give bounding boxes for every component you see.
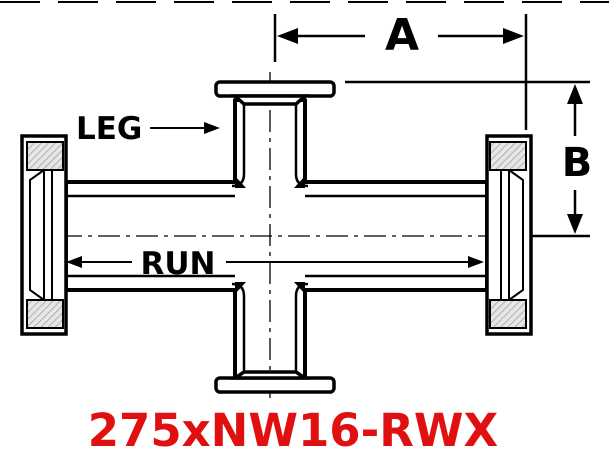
dimension-b-label: B [562, 140, 593, 186]
part-number: 275xNW16-RWX [88, 404, 499, 457]
run-flange-left [20, 134, 68, 336]
run-label: RUN [141, 246, 216, 282]
run-flange-right [485, 134, 533, 336]
dimension-a-label: A [385, 10, 419, 61]
fillet-marks [235, 176, 305, 294]
bore-details [66, 100, 487, 378]
centerlines [22, 72, 530, 398]
leg-label: LEG [76, 111, 142, 147]
leg-arrow [150, 122, 220, 134]
dimension-b [345, 80, 590, 238]
dimension-a [273, 14, 528, 130]
run-arrow [66, 256, 484, 268]
leg-flange-bottom [214, 370, 336, 394]
leg-flange-top [214, 80, 336, 106]
